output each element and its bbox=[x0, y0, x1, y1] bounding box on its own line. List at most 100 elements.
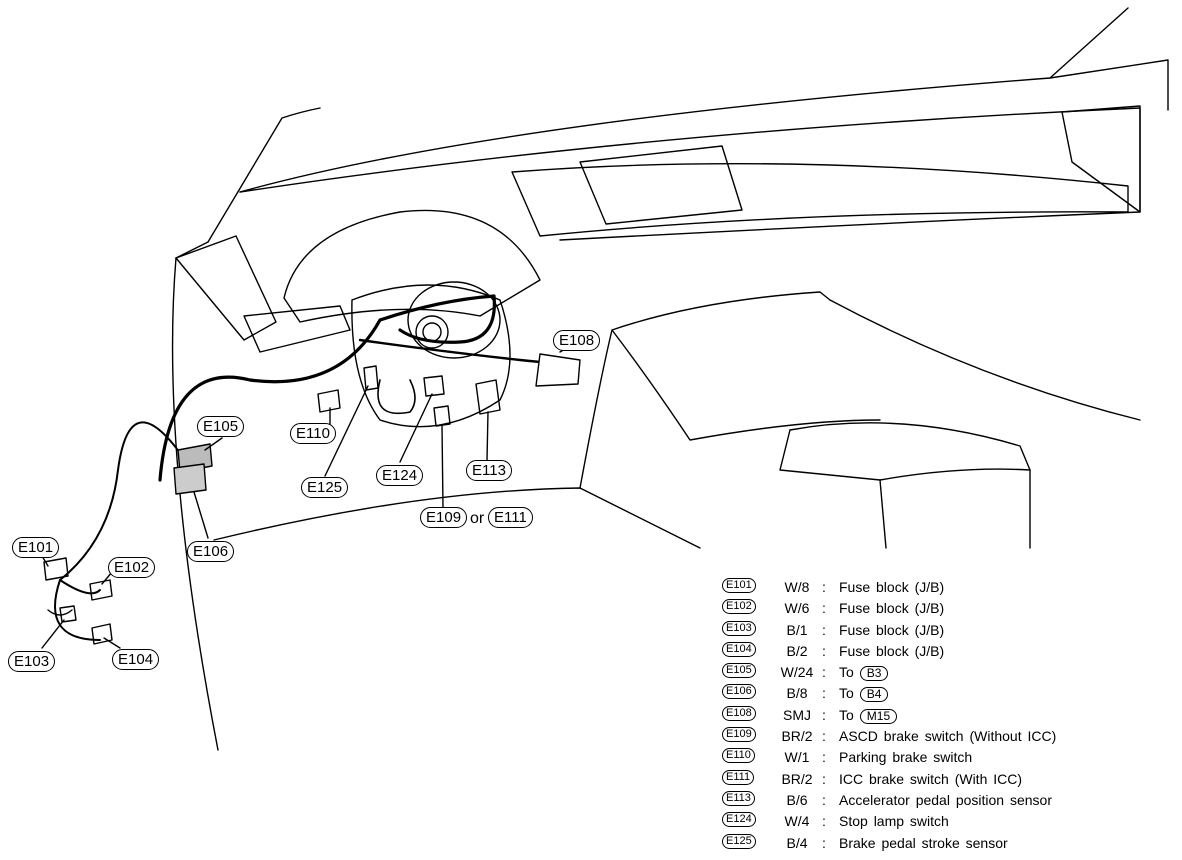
legend-separator: : bbox=[822, 664, 826, 681]
callout-e108: E108 bbox=[553, 330, 601, 351]
callout-e110: E110 bbox=[290, 423, 336, 444]
legend-code: E104 bbox=[722, 641, 756, 657]
callout-e111: E111 bbox=[488, 507, 533, 528]
legend-type: SMJ bbox=[783, 706, 811, 723]
right-pillar bbox=[1049, 59, 1169, 111]
center-panel bbox=[511, 162, 1129, 237]
legend-description: Stop lamp switch bbox=[839, 813, 949, 830]
connector-e110 bbox=[317, 389, 341, 413]
legend-type: W/1 bbox=[784, 749, 810, 766]
legend-row: E108 SMJ: To M15 bbox=[722, 705, 1142, 727]
callout-e125: E125 bbox=[301, 477, 349, 498]
callout-e109: E109 bbox=[420, 507, 468, 528]
windshield-edge bbox=[239, 7, 1129, 193]
connector-e109 bbox=[433, 405, 451, 427]
callout-e101: E101 bbox=[12, 537, 60, 558]
legend-description-wrap: Stop lamp switch bbox=[839, 813, 949, 829]
legend-type: B/4 bbox=[786, 834, 808, 851]
legend-separator: : bbox=[822, 791, 826, 808]
legend-description-wrap: ASCD brake switch (Without ICC) bbox=[839, 728, 1056, 744]
legend-separator: : bbox=[822, 770, 826, 787]
legend-code: E124 bbox=[722, 812, 756, 828]
legend-type: B/2 bbox=[786, 642, 808, 659]
or-label: or bbox=[470, 510, 485, 527]
connector-e124 bbox=[423, 375, 445, 397]
branch-harness bbox=[54, 421, 186, 641]
legend-row: E104 B/2: Fuse block (J/B) bbox=[722, 641, 1142, 663]
legend-target-connector: B4 bbox=[859, 687, 889, 703]
legend-row: E103 B/1: Fuse block (J/B) bbox=[722, 620, 1142, 642]
legend-type: W/8 bbox=[784, 579, 810, 595]
legend-description: ASCD brake switch (Without ICC) bbox=[839, 728, 1057, 745]
legend-description-wrap: Fuse block (J/B) bbox=[839, 643, 944, 659]
callout-e104: E104 bbox=[112, 649, 160, 670]
callout-e113: E113 bbox=[466, 460, 512, 481]
legend-description: To bbox=[839, 706, 854, 723]
left-switch-panel bbox=[243, 305, 351, 353]
legend-separator: : bbox=[822, 706, 826, 723]
legend-type: BR/2 bbox=[781, 728, 813, 745]
legend-code: E106 bbox=[722, 684, 756, 700]
connector-e125 bbox=[363, 365, 379, 391]
legend-description: Fuse block (J/B) bbox=[839, 579, 945, 595]
steering-hub bbox=[415, 315, 449, 349]
legend-description: Brake pedal stroke sensor bbox=[839, 834, 1008, 851]
console-inner bbox=[611, 329, 881, 441]
connector-e101 bbox=[43, 557, 69, 581]
callout-e105: E105 bbox=[197, 416, 245, 437]
legend-target-connector: M15 bbox=[859, 708, 898, 724]
legend-separator: : bbox=[822, 685, 826, 702]
legend-type: BR/2 bbox=[781, 770, 813, 787]
legend-separator: : bbox=[822, 749, 826, 766]
steering-wheel-ring bbox=[407, 281, 501, 359]
center-display bbox=[579, 145, 743, 225]
callout-e106: E106 bbox=[187, 541, 235, 562]
armrest-side bbox=[779, 429, 887, 549]
legend-separator: : bbox=[822, 642, 826, 659]
connector-e104 bbox=[91, 623, 113, 645]
legend-separator: : bbox=[822, 621, 826, 638]
center-stack-left bbox=[579, 291, 831, 489]
legend-type: B/1 bbox=[786, 621, 808, 638]
legend-description-wrap: Fuse block (J/B) bbox=[839, 579, 944, 595]
legend-type: W/4 bbox=[784, 813, 810, 830]
connector-e106 bbox=[173, 463, 207, 495]
legend-code: E108 bbox=[722, 705, 756, 721]
legend-description: Fuse block (J/B) bbox=[839, 600, 945, 617]
legend-code: E111 bbox=[722, 769, 755, 785]
legend-description-wrap: Accelerator pedal position sensor bbox=[839, 792, 1052, 808]
a-pillar-line bbox=[207, 107, 321, 243]
legend-description-wrap: Parking brake switch bbox=[839, 749, 972, 765]
legend-description: Fuse block (J/B) bbox=[839, 642, 945, 659]
connector-e103 bbox=[59, 605, 77, 623]
console-top bbox=[829, 299, 1141, 421]
connector-e108 bbox=[535, 353, 581, 387]
legend-type: B/8 bbox=[786, 685, 808, 702]
legend-description: Accelerator pedal position sensor bbox=[839, 791, 1053, 808]
legend-code: E102 bbox=[722, 599, 756, 615]
legend-description-wrap: Brake pedal stroke sensor bbox=[839, 835, 1008, 851]
legend-description-wrap: To M15 bbox=[839, 706, 898, 724]
connector-e113 bbox=[475, 379, 501, 415]
legend-separator: : bbox=[822, 728, 826, 745]
legend-code: E103 bbox=[722, 620, 756, 636]
legend-code: E125 bbox=[722, 833, 756, 849]
legend-code: E105 bbox=[722, 663, 756, 679]
right-vent bbox=[1061, 105, 1141, 213]
legend-code: E110 bbox=[722, 748, 755, 764]
legend-description-wrap: Fuse block (J/B) bbox=[839, 622, 944, 638]
legend-description: Fuse block (J/B) bbox=[839, 621, 945, 638]
legend-description: To bbox=[839, 664, 854, 681]
legend-type: W/6 bbox=[784, 600, 810, 617]
cluster-hood bbox=[283, 209, 541, 323]
legend-type: W/24 bbox=[780, 664, 814, 681]
